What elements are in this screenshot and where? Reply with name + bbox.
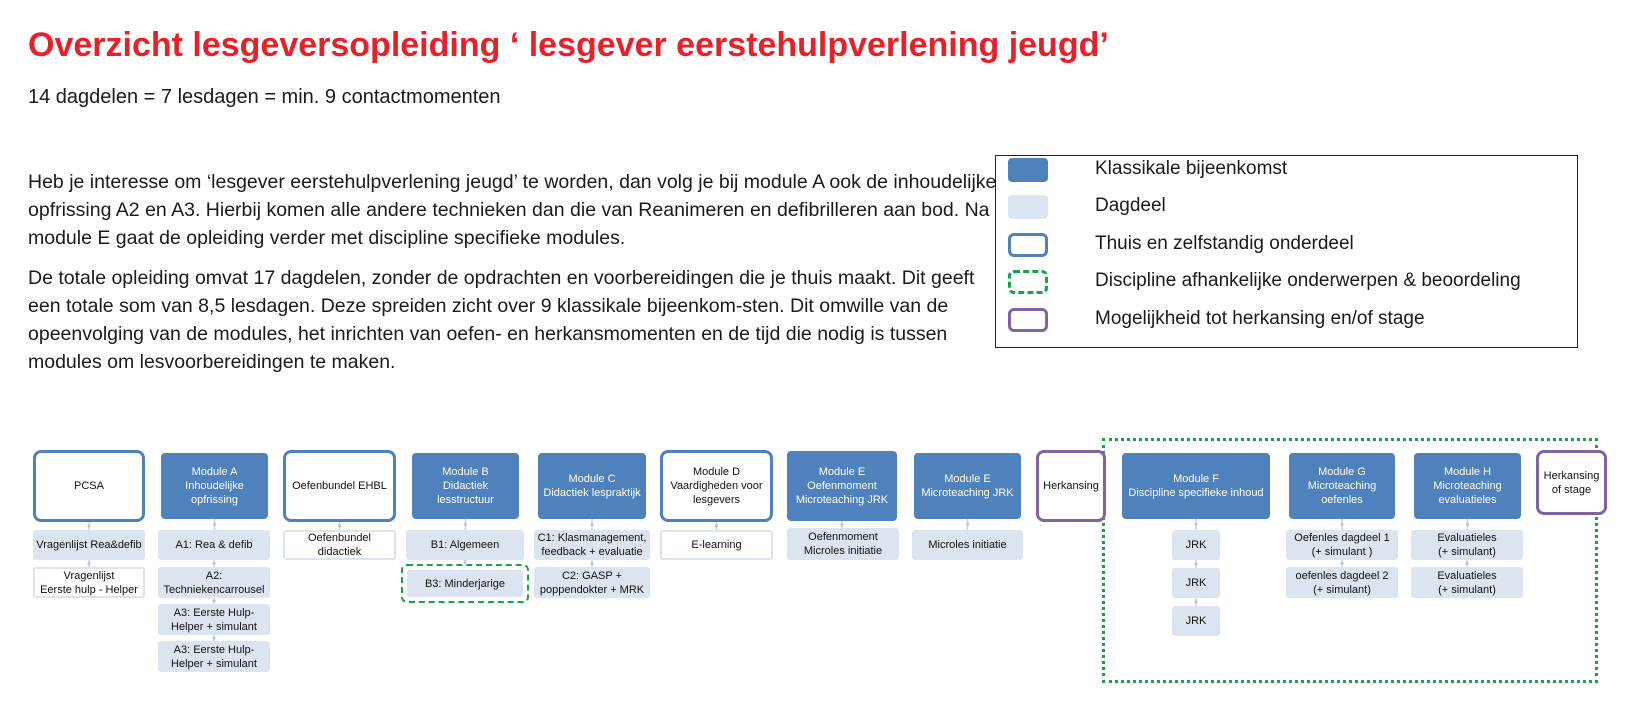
connector-dot [590, 522, 594, 527]
item-microles-initiatie[interactable]: Microles initiatie [912, 530, 1023, 560]
node-module-c[interactable]: Module C Didactiek lespraktijk [538, 453, 646, 519]
connector-dot [714, 524, 719, 528]
item-h-evaluatieles-2[interactable]: Evaluatieles (+ simulant) [1411, 567, 1523, 598]
node-module-g[interactable]: Module G Microteaching oefenles [1289, 453, 1395, 519]
connector-dot [212, 561, 216, 566]
connector-dot [1194, 600, 1198, 604]
intro-paragraph-2: De totale opleiding omvat 17 dagdelen, z… [28, 267, 975, 373]
connector-dot [1194, 562, 1198, 566]
node-herkansing[interactable]: Herkansing [1036, 450, 1106, 522]
item-oefenmoment-microles[interactable]: Oefenmoment Microles initiatie [787, 528, 899, 560]
page-title: Overzicht lesgeversopleiding ‘ lesgever … [28, 26, 1109, 64]
item-b3-wrapper: B3: Minderjarige [401, 564, 529, 603]
node-oefenbundel-ehbl[interactable]: Oefenbundel EHBL [283, 450, 396, 522]
legend-row-home: Thuis en zelfstandig onderdeel [1008, 231, 1568, 261]
item-f-jrk-1[interactable]: JRK [1172, 530, 1220, 560]
item-a1[interactable]: A1: Rea & defib [158, 530, 270, 560]
item-c1[interactable]: C1: Klasmanagement, feedback + evaluatie [534, 530, 650, 560]
legend-label-home: Thuis en zelfstandig onderdeel [1095, 233, 1354, 254]
connector-dot [337, 524, 342, 528]
item-g-oefenles-2[interactable]: oefenles dagdeel 2 (+ simulant) [1286, 567, 1398, 598]
legend-label-classroom: Klassikale bijeenkomst [1095, 158, 1288, 179]
legend-row-half-day: Dagdeel [1008, 193, 1568, 223]
discipline-group-box [1102, 438, 1598, 683]
item-g-oefenles-1[interactable]: Oefenles dagdeel 1 (+ simulant ) [1286, 530, 1398, 560]
connector-dot [463, 522, 468, 527]
node-herkansing-of-stage[interactable]: Herkansing of stage [1536, 450, 1607, 515]
node-module-b[interactable]: Module B Didactiek lesstructuur [412, 453, 519, 519]
connector-dot [840, 522, 844, 527]
legend-swatch-solid-blue [1008, 158, 1048, 182]
intro-text: Heb je interesse om ‘lesgever eerstehulp… [28, 168, 1003, 390]
item-b3[interactable]: B3: Minderjarige [407, 570, 523, 597]
node-pcsa[interactable]: PCSA [33, 450, 145, 522]
legend-swatch-green-dashed [1008, 270, 1048, 294]
item-pcsa-vragenlijst-rea[interactable]: Vragenlijst Rea&defib [33, 530, 145, 560]
item-c2[interactable]: C2: GASP + poppendokter + MRK [534, 567, 650, 598]
node-module-e-oefenmoment[interactable]: Module E Oefenmoment Microteaching JRK [787, 451, 897, 521]
connector-dot [463, 560, 467, 564]
legend-box: Klassikale bijeenkomst Dagdeel Thuis en … [995, 155, 1578, 348]
connector-dot [1465, 522, 1470, 527]
legend-swatch-light-blue [1008, 195, 1048, 219]
legend-label-discipline: Discipline afhankelijke onderwerpen & be… [1095, 270, 1521, 291]
legend-label-half-day: Dagdeel [1095, 195, 1166, 216]
connector-dot [1340, 522, 1344, 527]
connector-dot [212, 599, 216, 603]
page-subtitle: 14 dagdelen = 7 lesdagen = min. 9 contac… [28, 86, 501, 108]
connector-dot [965, 522, 970, 527]
legend-swatch-purple-outline [1008, 308, 1048, 332]
item-e-learning[interactable]: E-learning [660, 530, 773, 560]
legend-label-retake: Mogelijkheid tot herkansing en/of stage [1095, 308, 1425, 329]
connector-dot [212, 636, 216, 640]
legend-row-classroom: Klassikale bijeenkomst [1008, 156, 1568, 186]
intro-paragraph-1: Heb je interesse om ‘lesgever eerstehulp… [28, 171, 997, 249]
item-f-jrk-3[interactable]: JRK [1172, 606, 1220, 636]
connector-dot [87, 524, 91, 528]
node-module-d[interactable]: Module D Vaardigheden voor lesgevers [660, 450, 773, 522]
node-module-a[interactable]: Module A Inhoudelijke opfrissing [161, 453, 268, 519]
item-a3-1[interactable]: A3: Eerste Hulp- Helper + simulant [158, 604, 270, 635]
connector-dot [1194, 522, 1198, 527]
connector-dot [1340, 561, 1344, 566]
item-pcsa-vragenlijst-eh[interactable]: Vragenlijst Eerste hulp - Helper [33, 567, 145, 598]
legend-row-retake: Mogelijkheid tot herkansing en/of stage [1008, 306, 1568, 336]
node-module-h[interactable]: Module H Microteaching evaluatieles [1414, 453, 1521, 519]
node-module-f[interactable]: Module F Discipline specifieke inhoud [1122, 453, 1270, 519]
connector-dot [212, 522, 217, 527]
item-h-evaluatieles-1[interactable]: Evaluatieles (+ simulant) [1411, 530, 1523, 560]
node-module-e-microteaching[interactable]: Module E Microteaching JRK [914, 453, 1021, 519]
legend-swatch-blue-outline [1008, 233, 1048, 257]
item-b1[interactable]: B1: Algemeen [406, 530, 524, 560]
connector-dot [87, 561, 91, 566]
legend-row-discipline: Discipline afhankelijke onderwerpen & be… [1008, 268, 1568, 298]
item-f-jrk-2[interactable]: JRK [1172, 568, 1220, 598]
item-oefenbundel-didactiek[interactable]: Oefenbundel didactiek [283, 530, 396, 560]
item-a2[interactable]: A2: Techniekencarrousel [158, 567, 270, 598]
connector-dot [590, 561, 594, 566]
connector-dot [1465, 561, 1469, 566]
item-a3-2[interactable]: A3: Eerste Hulp- Helper + simulant [158, 641, 270, 672]
